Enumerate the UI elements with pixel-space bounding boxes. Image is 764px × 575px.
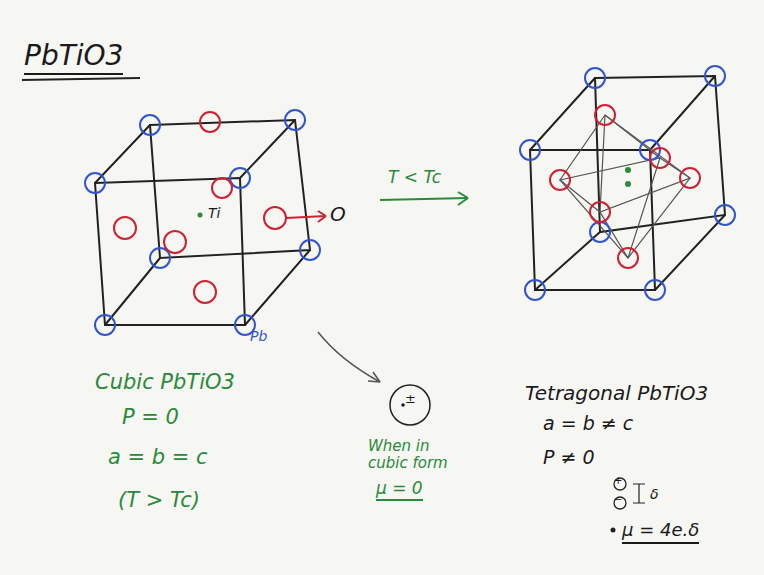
slide-title: PbTiO3 <box>24 40 123 75</box>
condition-label: T < Tc <box>388 168 441 188</box>
note: μ = 0 <box>376 479 423 502</box>
note: a = b ≠ c <box>543 413 633 435</box>
phase-label: Cubic PbTiO3 <box>95 370 235 394</box>
atom-label: O <box>330 203 346 226</box>
note: P = 0 <box>122 405 179 429</box>
note: When in cubic form <box>368 438 460 473</box>
phase-label: Tetragonal PbTiO3 <box>525 382 708 405</box>
formula: μ = 4e.δ <box>622 520 699 544</box>
note: (T > Tc) <box>118 488 200 512</box>
note: P ≠ 0 <box>543 447 595 469</box>
charge-symbol: − <box>614 494 622 506</box>
dimension-label: δ <box>650 486 659 502</box>
charge-symbol: ± <box>405 392 416 407</box>
charge-symbol: + <box>614 475 622 487</box>
atom-label: Ti <box>208 205 220 221</box>
atom-label: Pb <box>250 328 267 344</box>
note: a = b = c <box>108 445 208 469</box>
